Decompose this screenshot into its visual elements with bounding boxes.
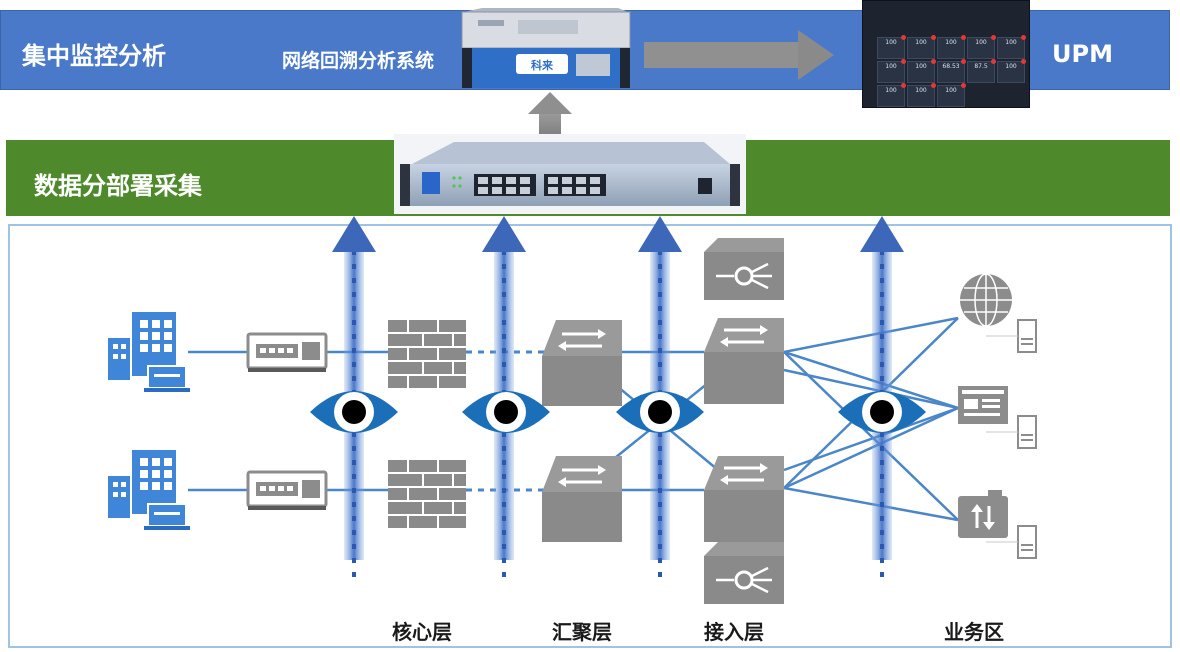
- building-icon: [108, 450, 190, 530]
- aggregation-switch-icon: [542, 320, 622, 406]
- dashboard-tile: 100: [907, 35, 936, 59]
- dashboard-tile: 100: [877, 59, 906, 83]
- upm-dashboard: 100 100 100 100 100 100 100 68.53 87.5 1…: [862, 0, 1030, 108]
- server-icon: [986, 415, 1037, 449]
- file-transfer-icon: [958, 490, 1008, 538]
- layer-label-business: 业务区: [944, 620, 1004, 644]
- layer-label-core: 核心层: [392, 620, 452, 644]
- dashboard-tile: 100: [907, 83, 936, 107]
- router-icon: [704, 542, 784, 604]
- flow-arrow-right: [644, 30, 834, 80]
- eye-icon: [310, 391, 398, 433]
- dashboard-tile: 100: [877, 83, 906, 107]
- switch-icon: [246, 470, 328, 510]
- router-icon: [704, 238, 784, 300]
- dashboard-tile: 100: [997, 35, 1026, 59]
- switch-icon: [246, 332, 328, 372]
- analysis-appliance-logo: 科来: [531, 58, 554, 72]
- access-switch-icon: [704, 456, 784, 542]
- dashboard-tile: 87.5: [967, 59, 996, 83]
- eye-icon: [462, 391, 550, 433]
- globe-icon: [960, 273, 1012, 327]
- dashboard-tile: 100: [937, 83, 966, 107]
- web-page-icon: [958, 386, 1008, 424]
- dashboard-tile: 100: [967, 35, 996, 59]
- analysis-appliance: 科来: [461, 8, 631, 88]
- collection-probe-device: [394, 134, 746, 214]
- firewall-icon: [388, 320, 466, 388]
- layer-label-access: 接入层: [704, 620, 764, 644]
- dashboard-tile: 100: [877, 35, 906, 59]
- server-icon: [986, 319, 1037, 353]
- access-switch-icon: [704, 318, 784, 404]
- firewall-icon: [388, 460, 466, 528]
- aggregation-switch-icon: [542, 456, 622, 542]
- eye-icon: [616, 391, 704, 433]
- collection-band-label: 数据分部署采集: [34, 172, 202, 200]
- layer-label-aggregation: 汇聚层: [552, 620, 612, 644]
- dashboard-tile: 100: [937, 35, 966, 59]
- eye-icon: [838, 391, 926, 433]
- server-icon: [986, 525, 1037, 559]
- flow-arrow-up: [528, 92, 572, 140]
- dashboard-tile: 68.53: [937, 59, 966, 83]
- upm-label: UPM: [1052, 40, 1113, 68]
- analysis-band-label: 集中监控分析: [22, 42, 166, 70]
- dashboard-tile: 100: [907, 59, 936, 83]
- dashboard-tile: 100: [997, 59, 1026, 83]
- system-label: 网络回溯分析系统: [282, 50, 435, 72]
- building-icon: [108, 312, 190, 392]
